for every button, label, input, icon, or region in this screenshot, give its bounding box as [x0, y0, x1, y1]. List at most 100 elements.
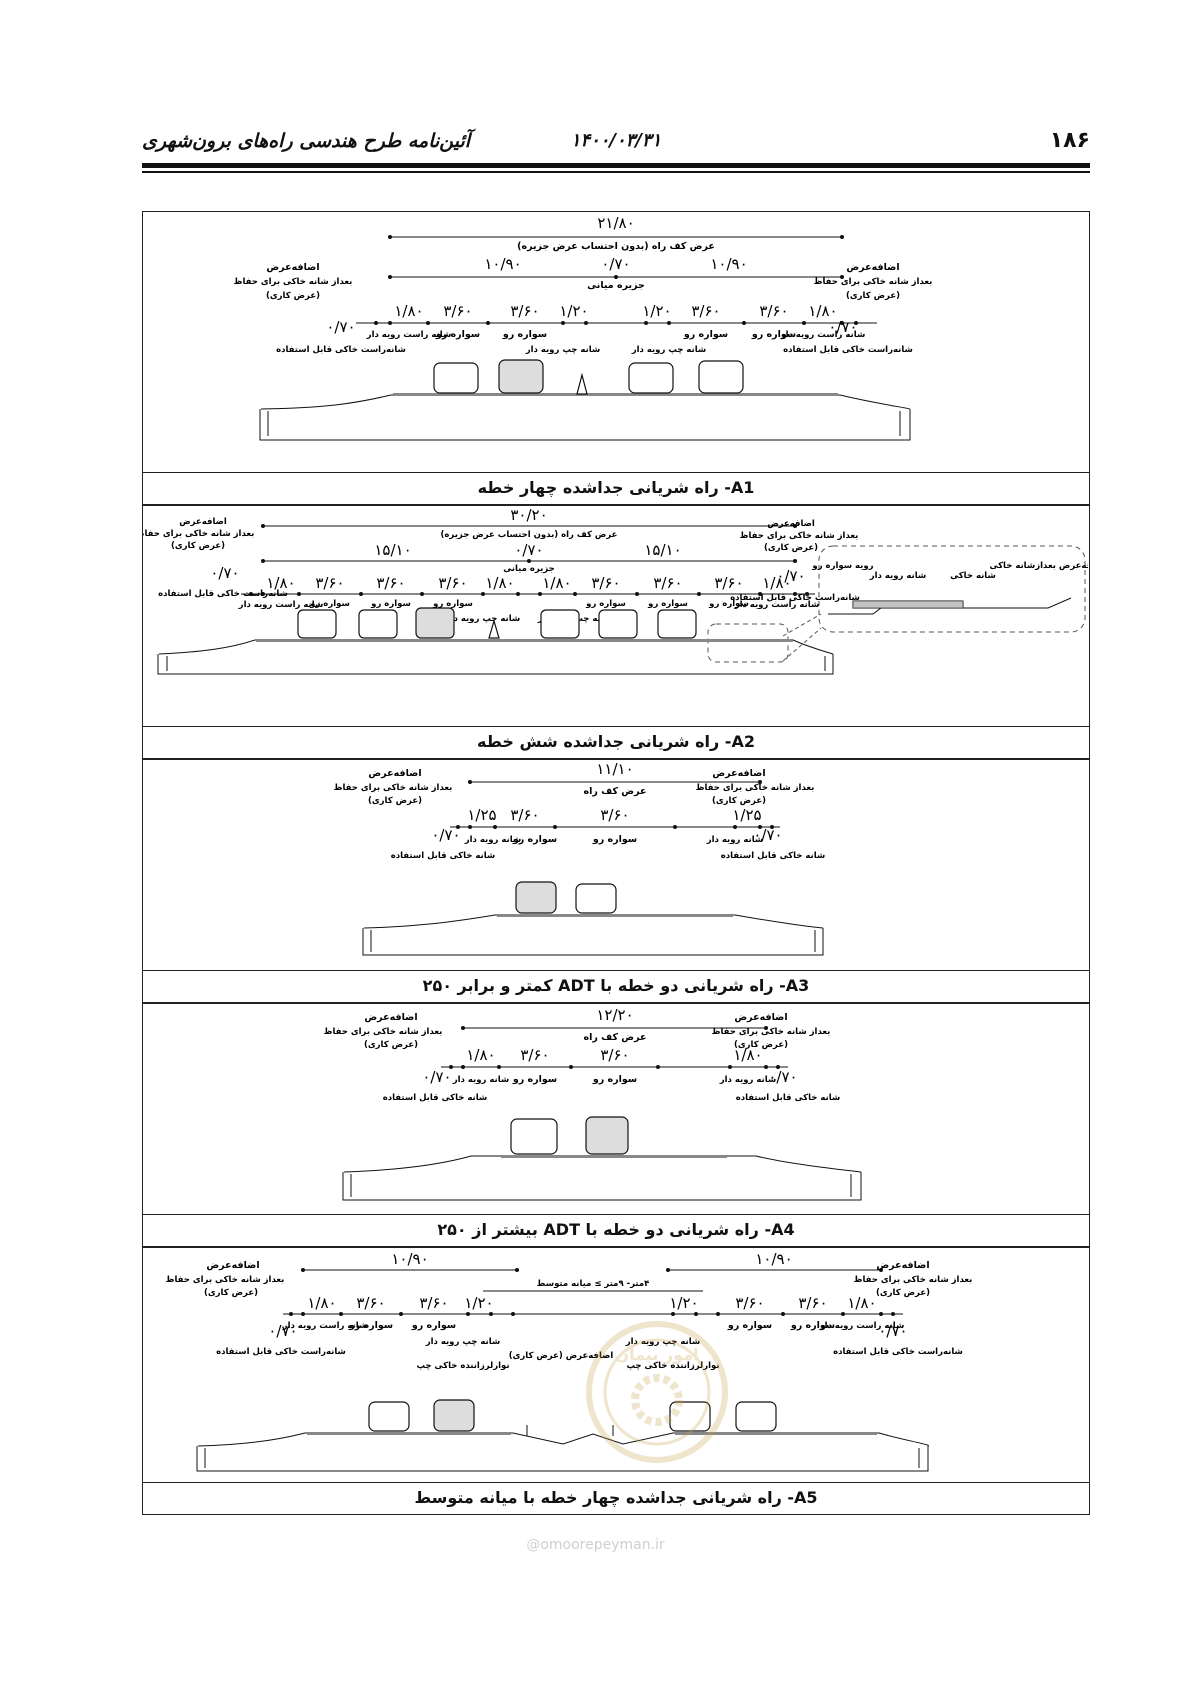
- header-rule-thin: [142, 171, 1090, 173]
- a1-dim-outer-right: ۱/۸۰: [808, 302, 837, 320]
- figure-a5-drawing: ۱۰/۹۰ ۱۰/۹۰ ۴متر- ۹متر ≥ میانه متوسط ۱/۸…: [166, 1250, 972, 1472]
- caption-a5: A5- راه شریانی جداشده چهار خطه با میانه …: [142, 1483, 1090, 1515]
- a5-label-left-shoulder-l: شانه چپ رویه دار: [425, 1337, 501, 1347]
- a2-after-soil-right: بعداز شانه خاکی برای حفاظ: [740, 531, 859, 541]
- figure-a1-drawing: ۲۱/۸۰ عرض کف راه (بدون احتساب عرض جزیره)…: [234, 214, 933, 441]
- a4-pavement-label: عرض کف راه: [584, 1032, 647, 1043]
- a2-label-lane-5: سواره رو: [647, 599, 688, 609]
- figure-a5-frame: ۱۰/۹۰ ۱۰/۹۰ ۴متر- ۹متر ≥ میانه متوسط ۱/۸…: [142, 1247, 1090, 1483]
- a2-median-width: ۰/۷۰: [514, 541, 543, 559]
- figure-a3-frame: ۱۱/۱۰ عرض کف راه ۱/۲۵ ۳/۶۰ ۳/۶۰ ۱/۲۵ شان…: [142, 759, 1090, 971]
- a4-working-left: (عرض کاری): [364, 1040, 418, 1050]
- a5-soil-label-right: شانه‌راست خاکی قابل استفاده: [833, 1347, 963, 1357]
- a3-soil-label-left: شانه خاکی قابل استفاده: [391, 851, 496, 861]
- a3-after-soil-right: بعداز شانه خاکی برای حفاظ: [696, 783, 815, 793]
- a2-dim-lane-1: ۳/۶۰: [315, 574, 344, 592]
- a4-soil-right: ۰/۷۰: [768, 1068, 797, 1086]
- a4-after-soil-left: بعداز شانه خاکی برای حفاظ: [324, 1027, 443, 1037]
- a5-label-left-shoulder-r: شانه چپ رویه دار: [625, 1337, 701, 1347]
- a3-total-width: ۱۱/۱۰: [596, 760, 633, 778]
- a1-total-width: ۲۱/۸۰: [597, 214, 634, 232]
- a2-half-left: ۱۵/۱۰: [374, 541, 411, 559]
- book-title: آئین‌نامه طرح هندسی راه‌های برون‌شهری: [142, 130, 471, 152]
- a1-working-right: (عرض کاری): [846, 291, 900, 301]
- a2-extra-width-right: اضافه‌عرض: [767, 519, 815, 529]
- a4-pavement-layer: [501, 1155, 727, 1158]
- a1-dim-lane-4: ۳/۶۰: [759, 302, 788, 320]
- a2-pavement-label: عرض کف راه (بدون احتساب عرض جزیره): [441, 530, 618, 540]
- a1-dim-inner-left: ۱/۲۰: [559, 302, 588, 320]
- page-header: ۱۸۶ ۱۴۰۰/۰۳/۳۱ آئین‌نامه طرح هندسی راه‌ه…: [142, 128, 1090, 162]
- a4-extra-width-right: اضافه‌عرض: [734, 1012, 787, 1023]
- a5-cars: [368, 1399, 777, 1432]
- caption-a4: A4- راه شریانی دو خطه با ADT بیشتر از ۲۵…: [142, 1215, 1090, 1247]
- a4-dim-lane-1: ۳/۶۰: [520, 1046, 549, 1064]
- svg-text:شانه خاکی: شانه خاکی: [950, 571, 996, 581]
- a1-median-width: ۰/۷۰: [601, 255, 630, 273]
- a5-working-left: (عرض کاری): [204, 1288, 258, 1298]
- a1-label-left-shoulder-r: شانه چپ رویه دار: [631, 345, 707, 355]
- a3-after-soil-left: بعداز شانه خاکی برای حفاظ: [334, 783, 453, 793]
- svg-text:اضافه‌عرض بعدازشانه خاکی: اضافه‌عرض بعدازشانه خاکی: [990, 561, 1088, 571]
- a1-half-left: ۱۰/۹۰: [484, 255, 521, 273]
- a2-dim-lane-3: ۳/۶۰: [438, 574, 467, 592]
- a2-soil-label-left: شانه‌راست خاکی قابل استفاده: [158, 589, 288, 599]
- a3-extra-width-right: اضافه‌عرض: [712, 768, 765, 779]
- a2-soil-label-right: شانه‌راست خاکی قابل استفاده: [730, 593, 860, 603]
- a1-dim-lane-1: ۳/۶۰: [443, 302, 472, 320]
- a3-soil-right: ۰/۷۰: [753, 826, 782, 844]
- a5-label-right-shoulder-l: شانه راست رویه دار: [282, 1321, 368, 1331]
- a1-label-lane-1: سواره رو: [435, 329, 480, 340]
- a3-pavement-layer: [497, 914, 733, 917]
- a5-label-rumble-left: نوارلرزاننده خاکی چپ: [416, 1361, 509, 1371]
- svg-text:شانه رویه دار: شانه رویه دار: [869, 571, 927, 581]
- a1-extra-width-left: اضافه‌عرض: [266, 262, 319, 273]
- a4-soil-label-right: شانه خاکی قابل استفاده: [736, 1093, 841, 1103]
- a2-label-right-shoulder-r: شانه راست رویه دار: [734, 600, 820, 610]
- a5-soil-right: ۰/۷۰: [878, 1322, 907, 1340]
- figure-a2-frame: ۳۰/۲۰ عرض کف راه (بدون احتساب عرض جزیره)…: [136, 505, 1107, 727]
- a3-soil-label-right: شانه خاکی قابل استفاده: [721, 851, 826, 861]
- a1-extra-width-right: اضافه‌عرض: [846, 262, 899, 273]
- a4-extra-width-left: اضافه‌عرض: [364, 1012, 417, 1023]
- a5-dim-lane-4: ۳/۶۰: [798, 1294, 827, 1312]
- a1-dim-lane-3: ۳/۶۰: [691, 302, 720, 320]
- a4-cars: [510, 1116, 629, 1155]
- a4-soil-left: ۰/۷۰: [422, 1068, 451, 1086]
- caption-a1: A1- راه شریانی جداشده چهار خطه: [142, 473, 1090, 505]
- a5-soil-left: ۰/۷۰: [268, 1322, 297, 1340]
- a2-soil-left: ۰/۷۰: [210, 564, 239, 582]
- svg-text:رویه سواره رو: رویه سواره رو: [811, 561, 873, 571]
- a1-dim-lane-2: ۳/۶۰: [510, 302, 539, 320]
- a2-total-width: ۳۰/۲۰: [510, 506, 547, 524]
- a2-label-lane-1: سواره رو: [309, 599, 350, 609]
- a2-label-lane-4: سواره رو: [585, 599, 626, 609]
- a2-soil-right: ۰/۷۰: [776, 567, 805, 585]
- a5-soil-label-left: شانه‌راست خاکی قابل استفاده: [216, 1347, 346, 1357]
- a3-label-lane-1: سواره رو: [512, 834, 557, 845]
- a5-dim-outer-left: ۱/۸۰: [307, 1294, 336, 1312]
- a4-label-lane-2: سواره رو: [592, 1074, 637, 1085]
- a5-extra-width-right: اضافه‌عرض: [876, 1260, 929, 1271]
- a1-after-soil-right: بعداز شانه خاکی برای حفاظ: [814, 277, 933, 287]
- a5-median-extra-width: اضافه‌عرض (عرض کاری): [509, 1351, 614, 1361]
- a2-dim-lane-2: ۳/۶۰: [376, 574, 405, 592]
- watermark-seal-text: امور پیمان: [615, 1345, 698, 1365]
- a2-cars: [297, 607, 697, 639]
- a1-label-right-shoulder-r: شانه راست رویه دار: [780, 330, 866, 340]
- figure-a4-frame: ۱۲/۲۰ عرض کف راه ۱/۸۰ ۳/۶۰ ۳/۶۰ ۱/۸۰ شان…: [142, 1003, 1090, 1215]
- a5-extra-width-left: اضافه‌عرض: [206, 1260, 259, 1271]
- a2-label-lane-6: سواره رو: [708, 599, 749, 609]
- a5-label-right-shoulder-r: شانه راست رویه دار: [819, 1321, 905, 1331]
- a3-label-lane-2: سواره رو: [592, 834, 637, 845]
- a4-dim-sh-right: ۱/۸۰: [733, 1046, 762, 1064]
- a5-dim-lane-3: ۳/۶۰: [735, 1294, 764, 1312]
- caption-a3: A3- راه شریانی دو خطه با ADT کمتر و براب…: [142, 971, 1090, 1003]
- a3-dim-lane-2: ۳/۶۰: [600, 806, 629, 824]
- a2-after-soil-left: بعداز شانه خاکی برای حفاظ: [143, 529, 254, 539]
- a1-label-lane-4: سواره رو: [751, 329, 796, 340]
- a4-soil-label-left: شانه خاکی قابل استفاده: [383, 1093, 488, 1103]
- a2-dim-inner-left: ۱/۸۰: [485, 574, 514, 592]
- a3-soil-left: ۰/۷۰: [431, 826, 460, 844]
- a1-after-soil-left: بعداز شانه خاکی برای حفاظ: [234, 277, 353, 287]
